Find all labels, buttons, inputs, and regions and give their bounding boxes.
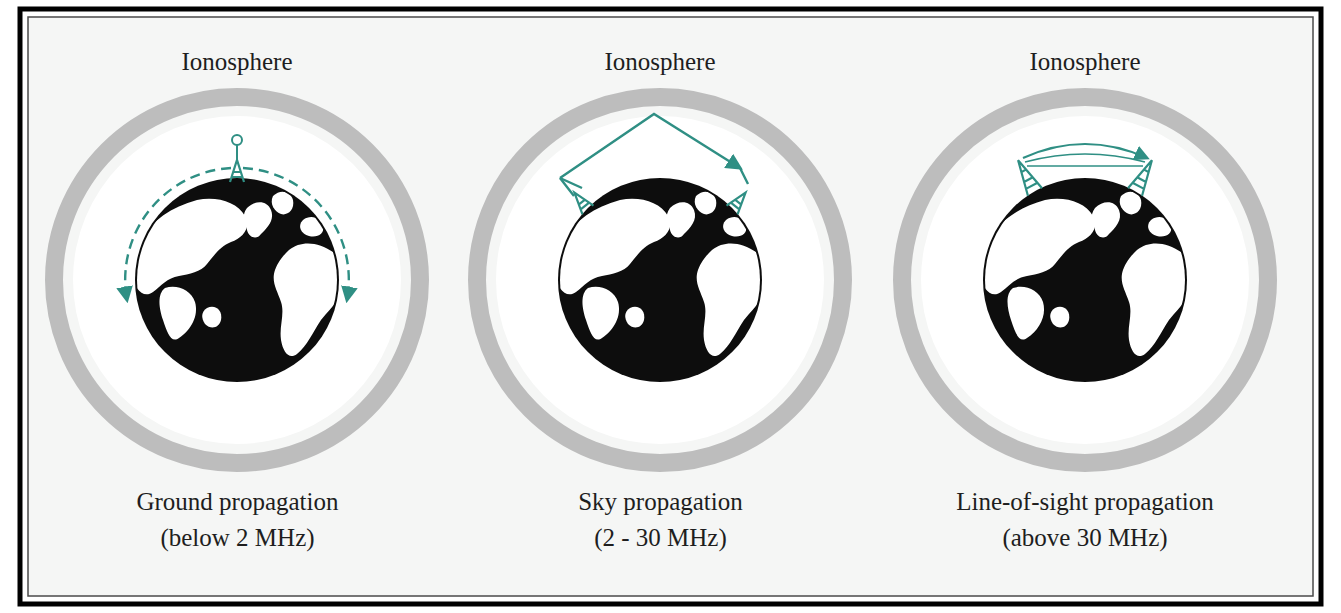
ionosphere-ring: [902, 97, 1268, 463]
los-wave: [1023, 144, 1147, 158]
ground-wave-left: [125, 168, 231, 300]
layer-label: Ionosphere: [601, 44, 719, 80]
earth: [133, 178, 343, 382]
atmosphere-ground: [73, 116, 401, 444]
layer-label: Ionosphere: [178, 44, 296, 80]
ground-wave-right: [243, 168, 349, 300]
atmosphere-ground: [496, 116, 824, 444]
caption-label: Ground propagation (below 2 MHz): [133, 484, 342, 557]
antenna: [1011, 156, 1042, 195]
inner-frame: [28, 17, 1313, 596]
ground-panel: [54, 97, 420, 463]
antenna: [230, 160, 244, 182]
antenna: [726, 188, 751, 214]
antenna: [1128, 156, 1159, 195]
antenna-tip: [232, 135, 242, 145]
caption-label: Sky propagation (2 - 30 MHz): [575, 484, 746, 557]
sky-panel: [477, 97, 843, 463]
los-wave: [1025, 154, 1145, 162]
atmosphere-ground: [921, 116, 1249, 444]
ionosphere-ring: [54, 97, 420, 463]
outer-frame: [20, 9, 1321, 604]
earth: [981, 178, 1191, 382]
earth: [556, 178, 766, 382]
layer-label: Ionosphere: [1026, 44, 1144, 80]
ionosphere-ring: [477, 97, 843, 463]
caption-label: Line-of-sight propagation (above 30 MHz): [953, 484, 1217, 557]
los-panel: [902, 97, 1268, 463]
sky-wave: [560, 114, 740, 178]
los-wave: [1027, 165, 1143, 167]
antenna: [569, 188, 594, 214]
